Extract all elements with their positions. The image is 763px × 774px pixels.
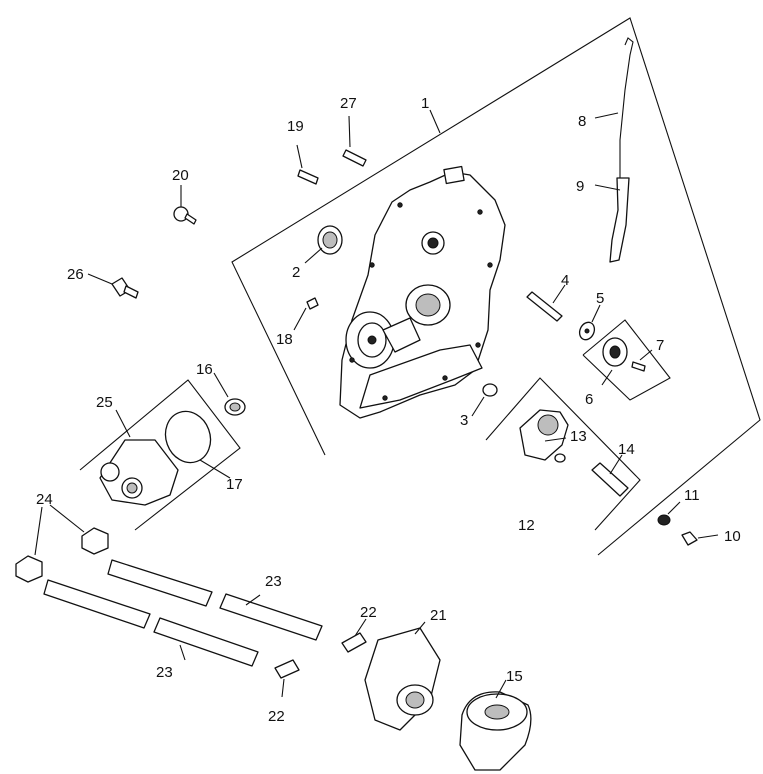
oil-filter	[459, 691, 532, 771]
fitting-20	[173, 206, 197, 225]
dipstick	[609, 37, 634, 263]
fitting-22-lower	[274, 659, 300, 679]
callout-6: 6	[585, 391, 593, 408]
callout-17: 17	[226, 476, 243, 493]
filter-adapter-25	[99, 439, 179, 506]
leader-lines	[34, 109, 719, 699]
callout-24: 24	[36, 491, 53, 508]
o-ring-small	[482, 383, 498, 397]
o-ring-large	[164, 410, 212, 464]
callout-1: 1	[421, 95, 429, 112]
fitting-22-upper	[341, 632, 367, 653]
oil-seal	[317, 225, 343, 255]
callout-15: 15	[506, 668, 523, 685]
callout-9: 9	[576, 178, 584, 195]
shaft	[526, 291, 563, 322]
callout-5: 5	[596, 290, 604, 307]
fitting-24-upper	[81, 527, 109, 555]
callout-21: 21	[430, 607, 447, 624]
callout-23-lower: 23	[156, 664, 173, 681]
filter-adapter-plate	[364, 627, 441, 731]
callout-18: 18	[276, 331, 293, 348]
callout-19: 19	[287, 118, 304, 135]
callout-8: 8	[578, 113, 586, 130]
bolt-19	[297, 169, 319, 185]
callout-2: 2	[292, 264, 300, 281]
callout-10: 10	[724, 528, 741, 545]
callout-11: 11	[684, 487, 700, 504]
callout-labels: 1 2 3 4 5 6 7 8 9 10 11 12 13 14 15 16 1…	[36, 95, 741, 725]
plug-16	[224, 398, 246, 416]
gear-6	[602, 337, 628, 367]
hose-23-upper	[107, 559, 323, 641]
callout-23-upper: 23	[265, 573, 282, 590]
bolt-27	[342, 149, 367, 167]
callout-22-lower: 22	[268, 708, 285, 725]
crankcase-cover	[339, 165, 506, 419]
callout-27: 27	[340, 95, 357, 112]
oil-pump-gear	[519, 409, 629, 497]
callout-4: 4	[561, 272, 569, 289]
callout-7: 7	[656, 337, 664, 354]
callout-14: 14	[618, 441, 635, 458]
pin-7	[631, 361, 646, 372]
group-outlines	[79, 17, 761, 556]
bolt-10	[681, 531, 698, 546]
hose-23-lower	[43, 579, 259, 667]
callout-25: 25	[96, 394, 113, 411]
callout-3: 3	[460, 412, 468, 429]
callout-16: 16	[196, 361, 213, 378]
fitting-24-lower	[15, 555, 43, 583]
washer-5	[578, 321, 596, 341]
callout-12: 12	[518, 517, 535, 534]
callout-26: 26	[67, 266, 84, 283]
callout-22-upper: 22	[360, 604, 377, 621]
washer-11	[657, 514, 671, 526]
elbow-fitting-26	[111, 277, 139, 299]
bolt-18	[306, 297, 319, 310]
callout-13: 13	[570, 428, 587, 445]
callout-20: 20	[172, 167, 189, 184]
